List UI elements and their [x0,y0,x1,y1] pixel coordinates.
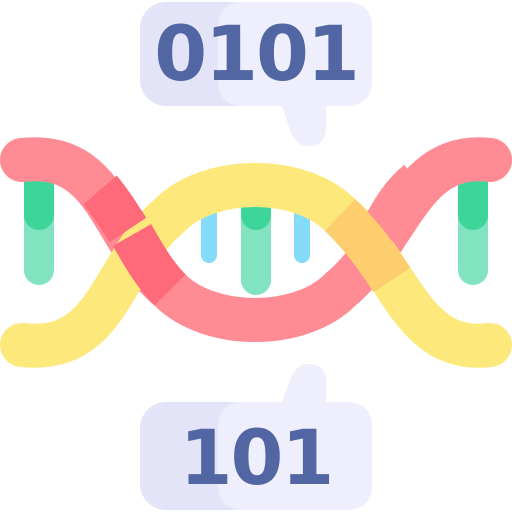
bottom-bubble-front [218,364,372,510]
helix-strand-red-shade-left [83,175,147,243]
helix-strand-yellow-shade-right [324,199,411,293]
top-code-bubble: 0101 [140,2,372,146]
top-bubble-code: 0101 [154,9,358,98]
bottom-bubble-code: 101 [180,413,333,502]
helix-strand-red-overlap-right [360,164,433,246]
helix-strand-yellow [0,163,512,368]
top-bubble-front [218,2,372,146]
helix-strand-red-overlap-left [112,224,186,306]
bottom-code-bubble: 101 [140,364,372,510]
